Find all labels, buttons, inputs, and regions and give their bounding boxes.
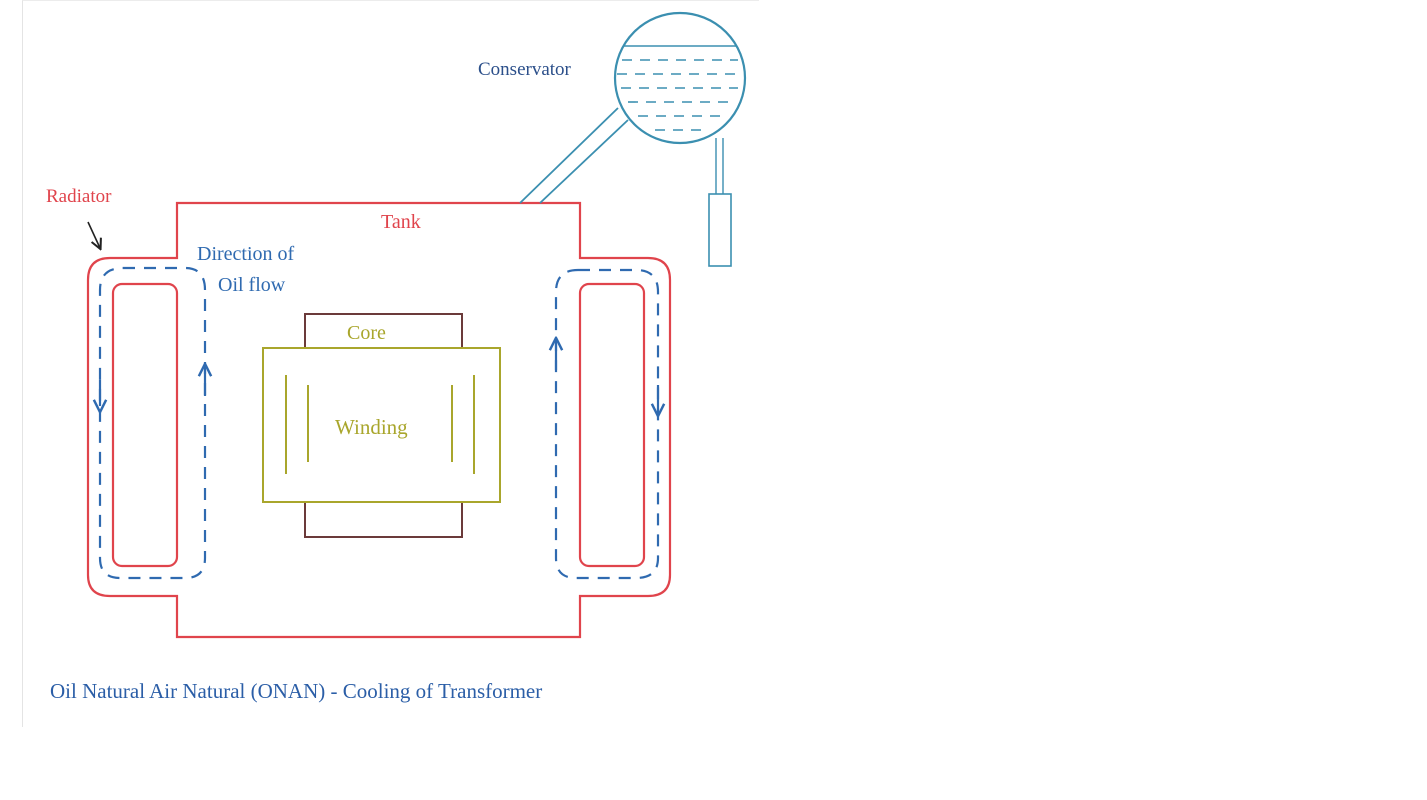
core-label: Core (347, 322, 386, 344)
winding-label: Winding (335, 415, 408, 439)
left-radiator-inner (111, 282, 179, 568)
conservator-pipe-a (519, 107, 619, 204)
conservator-vessel (613, 11, 747, 145)
core-bottom (304, 501, 463, 538)
conservator-oil-dashes (617, 59, 742, 131)
right-radiator-inner (578, 282, 646, 568)
radiator-leader-arrow (87, 221, 100, 248)
radiator-label: Radiator (46, 186, 112, 207)
conservator-pipe-b (539, 119, 629, 204)
winding-box (262, 347, 501, 503)
tank-outline (86, 201, 672, 639)
direction-label-line1: Direction of (197, 243, 295, 265)
diagram-caption: Oil Natural Air Natural (ONAN) - Cooling… (50, 679, 542, 703)
right-oil-flow-loop (554, 268, 660, 580)
left-oil-flow-loop (98, 266, 207, 580)
tank-label: Tank (381, 211, 421, 233)
breather (708, 193, 732, 267)
conservator-label: Conservator (478, 59, 572, 80)
direction-label-line2: Oil flow (218, 274, 286, 296)
